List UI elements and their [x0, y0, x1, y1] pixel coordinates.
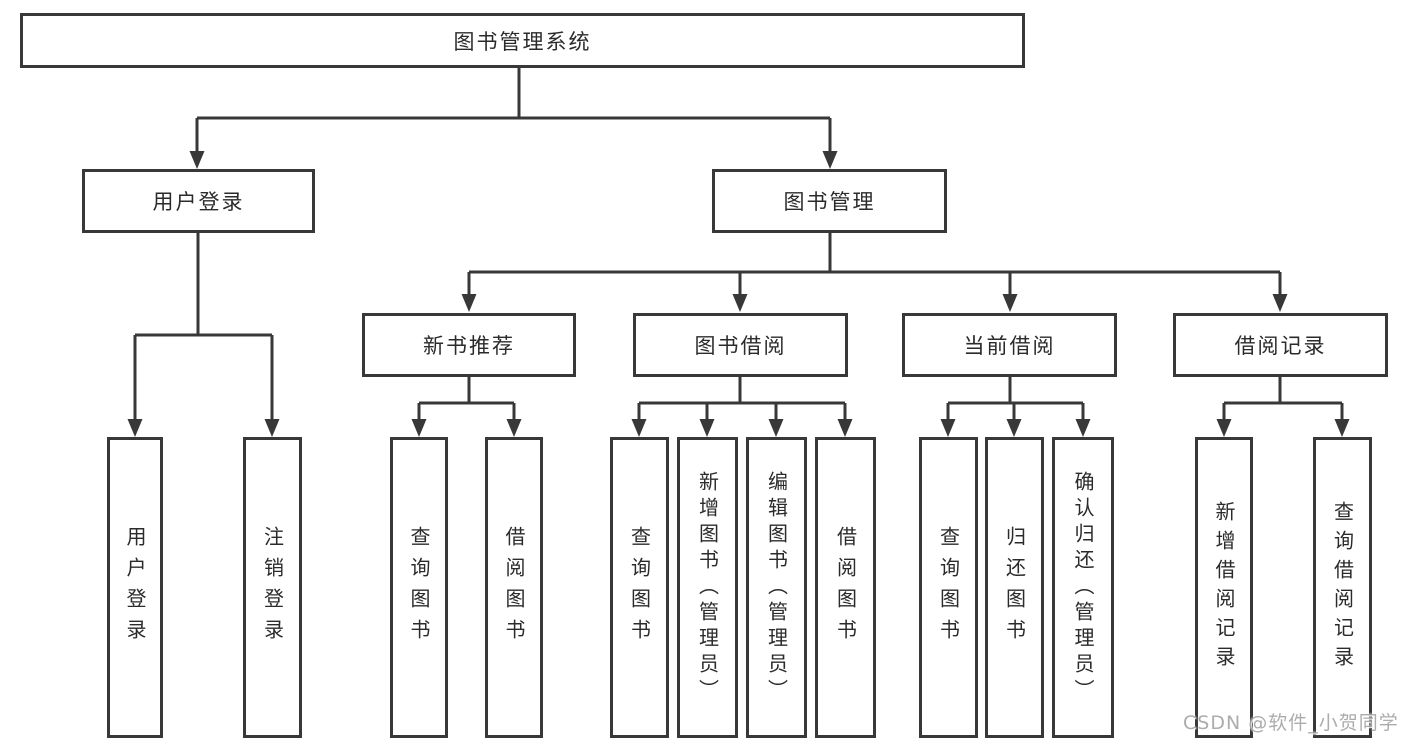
- leaf-borrow-books-newbook: 借阅图书: [485, 437, 543, 738]
- node-borrow-records: 借阅记录: [1173, 313, 1388, 377]
- node-user-login: 用户登录: [82, 169, 315, 233]
- leaf-user-login-label: 用户登录: [123, 525, 147, 650]
- node-book-management: 图书管理: [712, 169, 947, 233]
- leaf-query-books-current-label: 查询图书: [936, 525, 961, 650]
- leaf-logout: 注销登录: [243, 437, 302, 738]
- leaf-user-login: 用户登录: [107, 437, 163, 738]
- leaf-return-books: 归还图书: [985, 437, 1044, 738]
- leaf-query-borrow-record-label: 查询借阅记录: [1330, 500, 1355, 675]
- leaf-edit-book-admin: 编辑图书（管理员）: [746, 437, 807, 738]
- leaf-borrow-books-borrow: 借阅图书: [815, 437, 876, 738]
- leaf-edit-book-admin-label: 编辑图书（管理员）: [764, 470, 789, 705]
- leaf-return-books-label: 归还图书: [1002, 525, 1027, 650]
- leaf-add-book-admin-label: 新增图书（管理员）: [695, 470, 720, 705]
- leaf-confirm-return-admin: 确认归还（管理员）: [1052, 437, 1114, 738]
- node-new-book-recommend: 新书推荐: [362, 313, 576, 377]
- leaf-add-borrow-record-label: 新增借阅记录: [1212, 500, 1236, 675]
- leaf-query-books-newbook: 查询图书: [390, 437, 448, 738]
- leaf-borrow-books-borrow-label: 借阅图书: [833, 525, 858, 650]
- leaf-query-books-newbook-label: 查询图书: [407, 525, 431, 650]
- leaf-query-borrow-record: 查询借阅记录: [1313, 437, 1372, 738]
- node-book-borrow: 图书借阅: [633, 313, 848, 377]
- leaf-add-book-admin: 新增图书（管理员）: [677, 437, 738, 738]
- node-root: 图书管理系统: [20, 13, 1025, 68]
- leaf-query-books-current: 查询图书: [919, 437, 978, 738]
- leaf-confirm-return-admin-label: 确认归还（管理员）: [1071, 470, 1095, 705]
- leaf-add-borrow-record: 新增借阅记录: [1195, 437, 1253, 738]
- node-current-borrow: 当前借阅: [902, 313, 1117, 377]
- leaf-query-books-borrow: 查询图书: [610, 437, 669, 738]
- leaf-borrow-books-newbook-label: 借阅图书: [502, 525, 526, 650]
- watermark: CSDN @软件_小贺同学: [1183, 712, 1399, 734]
- leaf-query-books-borrow-label: 查询图书: [627, 525, 652, 650]
- leaf-logout-label: 注销登录: [260, 525, 285, 650]
